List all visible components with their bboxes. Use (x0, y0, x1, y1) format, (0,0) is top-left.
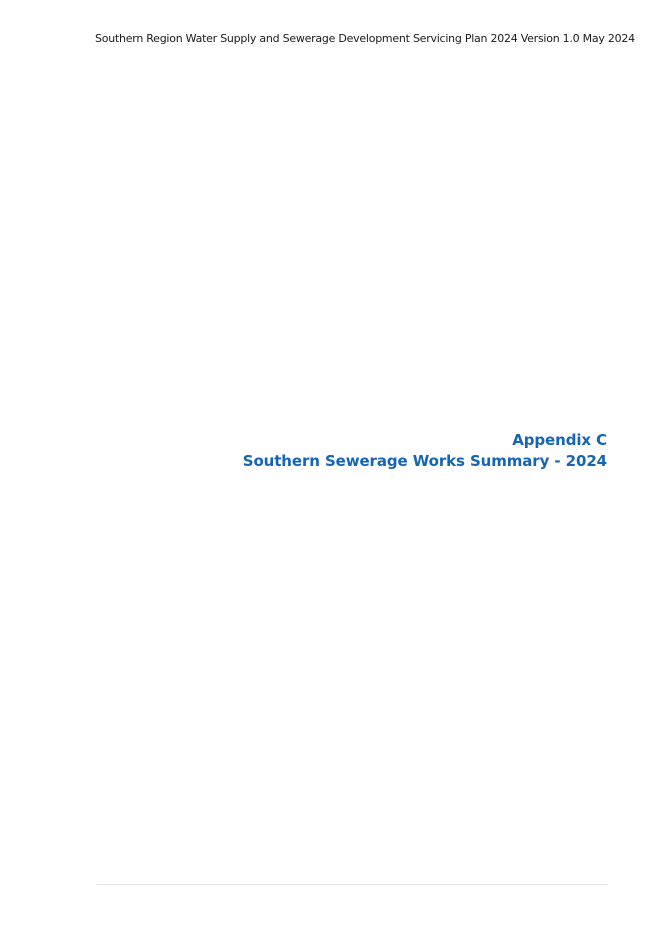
running-header: Southern Region Water Supply and Sewerag… (95, 32, 635, 45)
appendix-title: Southern Sewerage Works Summary - 2024 (242, 452, 607, 470)
footer-divider (97, 884, 608, 885)
appendix-heading: Appendix C Southern Sewerage Works Summa… (243, 430, 607, 472)
appendix-label: Appendix C (512, 431, 607, 449)
